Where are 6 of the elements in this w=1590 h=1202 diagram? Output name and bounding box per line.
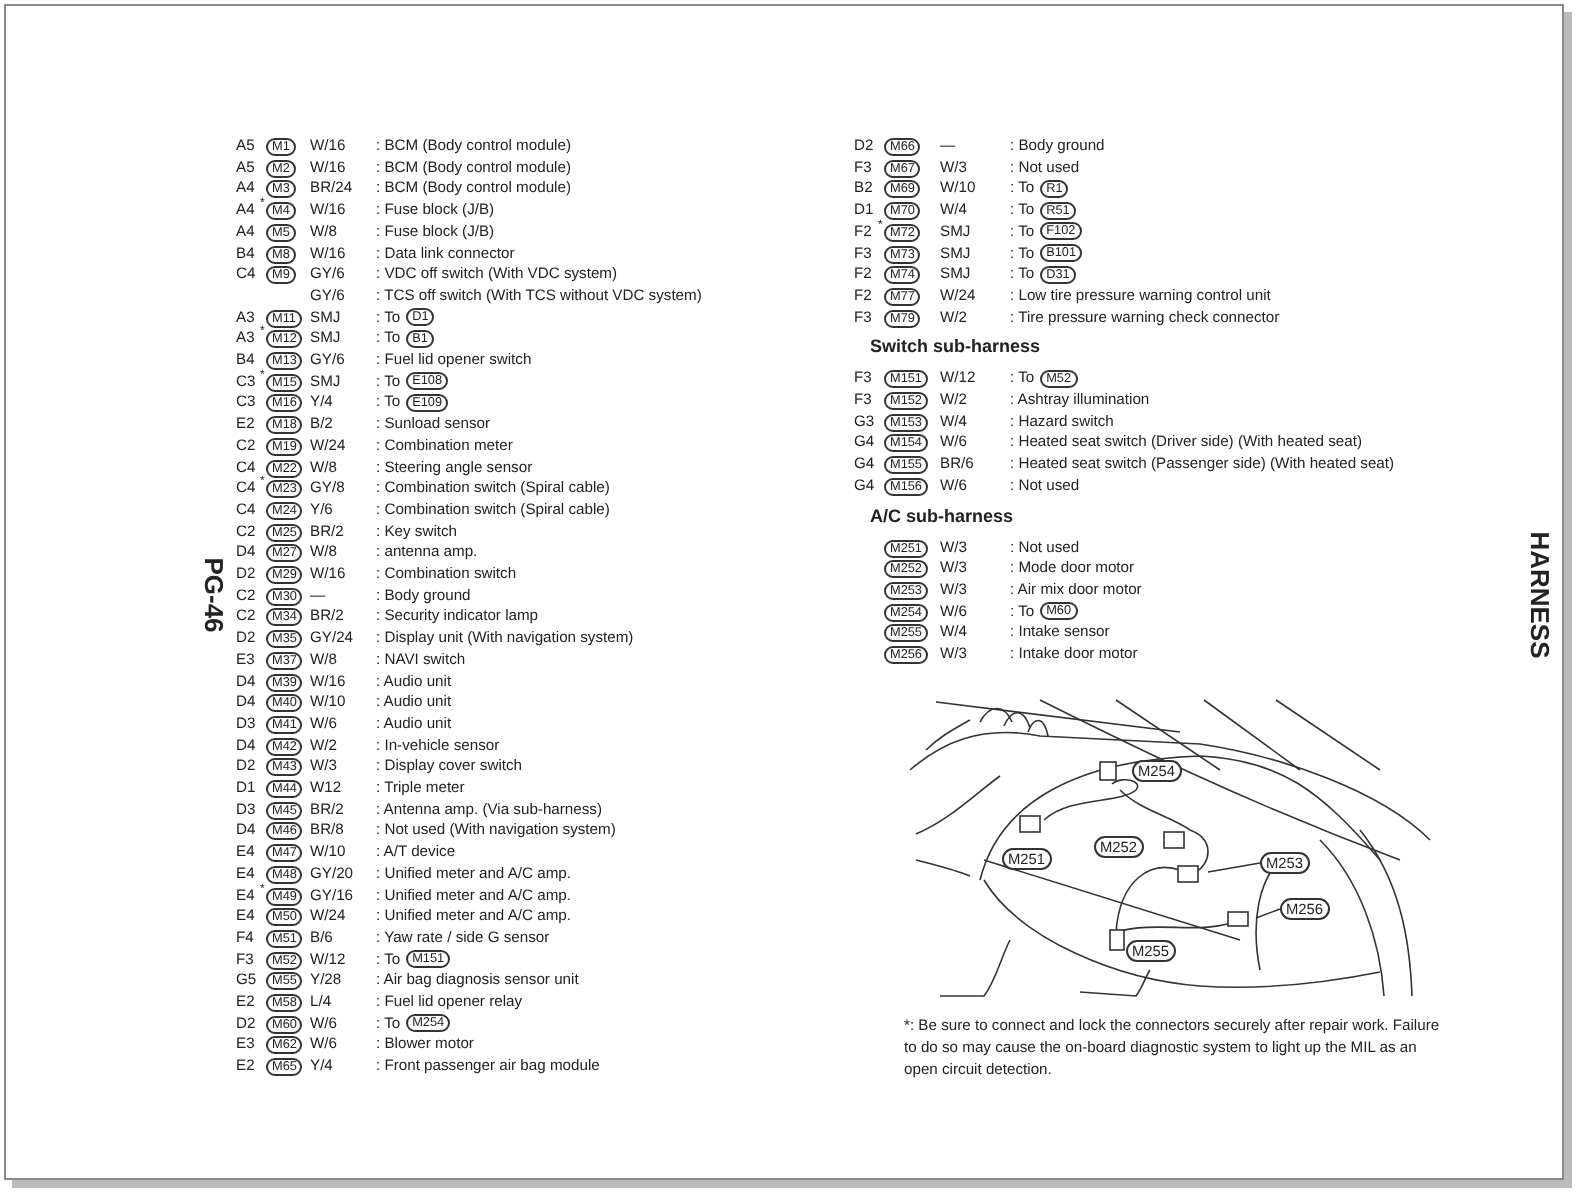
leader-line: [1255, 908, 1281, 919]
leader-line: [1207, 862, 1261, 873]
page-number: PG-46: [198, 557, 229, 633]
section-heading: A/C sub-harness: [870, 505, 1014, 525]
section-heading: Switch sub-harness: [870, 336, 1041, 357]
section-title: HARNESS: [1524, 531, 1555, 659]
